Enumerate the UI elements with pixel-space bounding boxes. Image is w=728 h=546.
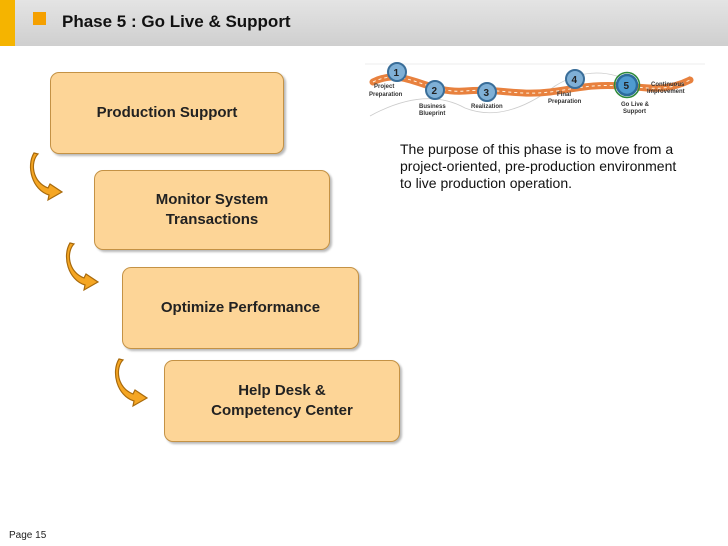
roadmap-stage-3-label-line-1: Realization [471, 104, 503, 110]
roadmap-stage-2-label-line-1: Business [419, 104, 446, 110]
roadmap-stage-4-marker: 4 [565, 69, 585, 89]
roadmap-stage-5-marker: 5 [613, 71, 641, 99]
step-box-help-desk: Help Desk & Competency Center [164, 360, 400, 442]
roadmap-stage-1-number: 1 [394, 68, 400, 79]
step-box-production-support-line-1: Production Support [96, 104, 238, 121]
roadmap-stage-5-label-line-2: Support [623, 109, 646, 115]
step-box-monitor-system-line-2: Transactions [165, 211, 259, 228]
page-number: Page 15 [9, 530, 47, 541]
roadmap-stage-4-label-line-2: Preparation [548, 99, 582, 105]
header-accent-square [33, 12, 46, 25]
step-box-monitor-system: Monitor System Transactions [94, 170, 330, 250]
curved-arrow-icon-2 [65, 242, 100, 292]
roadmap-stage-1-label-line-2: Preparation [369, 92, 403, 98]
step-box-optimize-performance-line-1: Optimize Performance [160, 299, 321, 316]
roadmap-stage-2-number: 2 [432, 86, 438, 97]
step-box-optimize-performance: Optimize Performance [122, 267, 359, 349]
roadmap-stage-3-marker: 3 [477, 82, 497, 102]
curved-arrow-icon-1 [29, 152, 64, 202]
step-box-monitor-system-line-1: Monitor System [155, 191, 269, 208]
curved-arrow-icon-3 [114, 358, 149, 408]
roadmap-stage-5-label-line-1: Go Live & [621, 102, 650, 108]
header-left-block [0, 0, 15, 46]
roadmap-stage-2-label-line-2: Blueprint [419, 111, 445, 117]
step-box-production-support: Production Support [50, 72, 284, 154]
roadmap-extra-label-line-1: Continuous [651, 82, 685, 88]
roadmap-stage-5-number: 5 [624, 81, 630, 92]
step-box-help-desk-line-2: Competency Center [211, 402, 353, 419]
roadmap-graphic: 1 2 3 4 5 Project Preparation Business B… [365, 62, 705, 117]
roadmap-extra-label-line-2: Improvement [647, 89, 685, 95]
roadmap-stage-4-number: 4 [572, 75, 578, 86]
roadmap-road [369, 73, 694, 97]
page-title: Phase 5 : Go Live & Support [62, 12, 291, 31]
roadmap-stage-1-label-line-1: Project [374, 84, 394, 90]
roadmap-stage-3-number: 3 [484, 88, 490, 99]
roadmap-stage-2-marker: 2 [425, 80, 445, 100]
step-box-help-desk-line-1: Help Desk & [238, 382, 326, 399]
roadmap-stage-1-marker: 1 [387, 62, 407, 82]
header-bar [0, 0, 728, 46]
phase-description: The purpose of this phase is to move fro… [400, 141, 677, 191]
roadmap-stage-4-label-line-1: Final [557, 92, 571, 98]
